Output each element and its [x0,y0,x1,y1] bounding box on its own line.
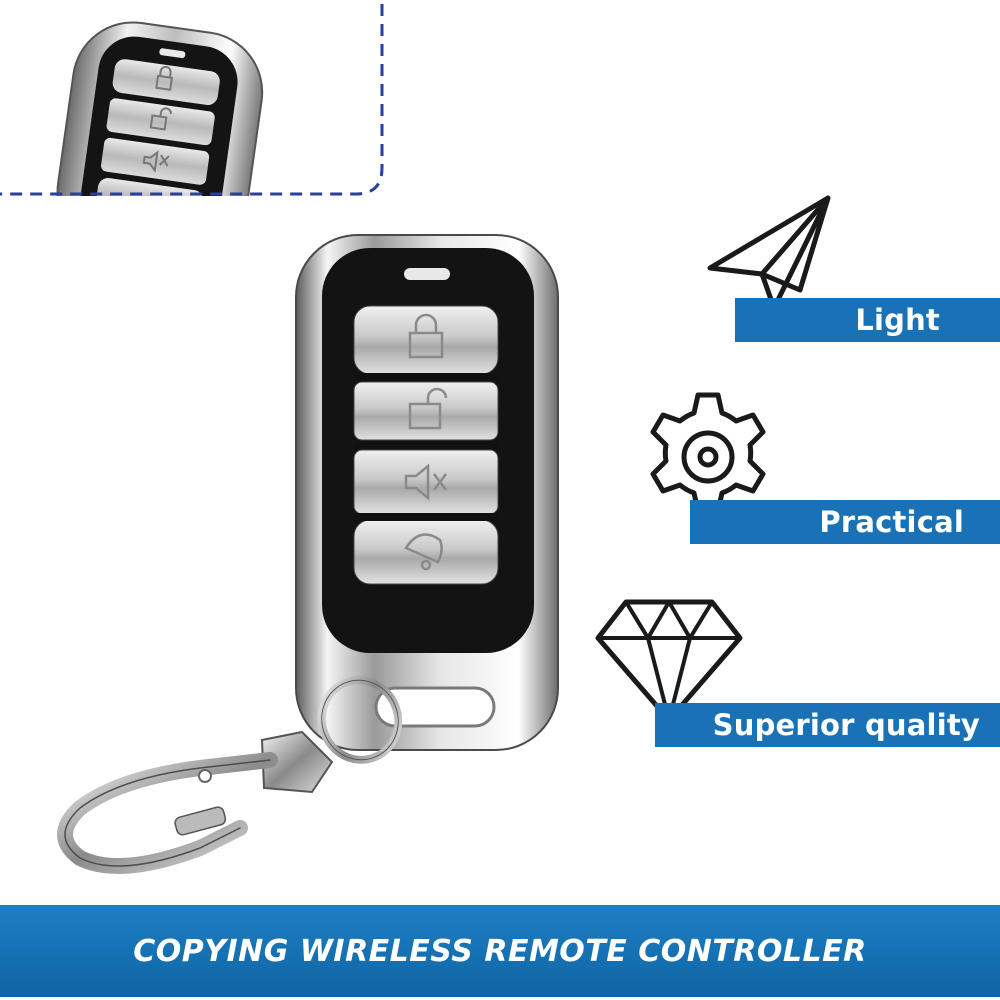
remote-control-image [57,234,559,874]
feature-badge-practical: Practical [690,500,1000,544]
feature-badge-light: Light [735,298,1000,342]
feature-badge-superior-quality: Superior quality [655,703,1000,747]
feature-label: Practical [819,505,964,539]
product-title-banner: COPYING WIRELESS REMOTE CONTROLLER [0,905,1000,997]
banner-title: COPYING WIRELESS REMOTE CONTROLLER [133,933,867,969]
remote-buttons [353,305,499,585]
feature-label: Superior quality [712,708,980,742]
feature-label: Light [855,303,940,337]
paper-plane-icon [707,195,831,310]
